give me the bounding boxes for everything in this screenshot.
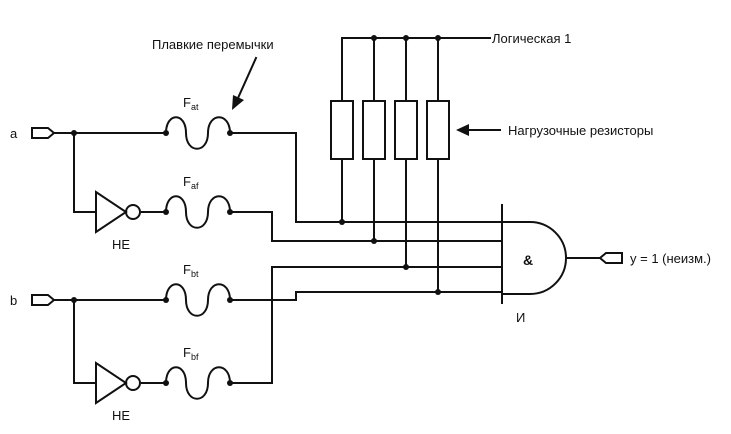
input-a-label: a: [10, 126, 18, 141]
input-a-network: [53, 132, 503, 242]
load-resistor-2: [362, 100, 386, 160]
load-resistors: [330, 100, 450, 293]
and-gate-symbol: &: [523, 252, 533, 268]
fuse-fbt: [164, 283, 232, 317]
input-b-network: [53, 266, 503, 384]
load-resistor-4: [426, 100, 450, 160]
terminal-y: [598, 252, 623, 264]
output-label: y = 1 (неизм.): [630, 251, 711, 266]
fuse-arrowhead: [232, 95, 244, 110]
fuse-callout-arrow: [236, 56, 258, 100]
and-gate-label: И: [516, 310, 525, 325]
load-resistor-3: [394, 100, 418, 160]
fuse-faf-label: Faf: [183, 174, 199, 191]
logic-one-bus: [341, 37, 491, 102]
load-resistors-label: Нагрузочные резисторы: [508, 123, 653, 138]
terminal-a: [31, 127, 56, 139]
fuse-fbf-label: Fbf: [183, 345, 199, 362]
junction-dots: [71, 35, 441, 386]
inverter-b: [95, 361, 141, 405]
fuse-fat-label: Fat: [183, 95, 199, 112]
input-b-label: b: [10, 293, 17, 308]
resistor-arrowhead: [456, 124, 469, 136]
fuse-fat: [164, 116, 232, 150]
and-gate: [501, 204, 601, 304]
fuse-fbt-label: Fbt: [183, 262, 199, 279]
fuse-faf: [164, 195, 232, 229]
load-resistor-1: [330, 100, 354, 160]
logic-one-label: Логическая 1: [492, 31, 571, 46]
fuse-fbf: [164, 366, 232, 400]
terminal-b: [31, 294, 56, 306]
inverter-a: [95, 190, 141, 234]
inverter-b-label: НЕ: [112, 408, 130, 423]
inverter-a-label: НЕ: [112, 237, 130, 252]
fuses-callout-label: Плавкие перемычки: [152, 37, 274, 52]
